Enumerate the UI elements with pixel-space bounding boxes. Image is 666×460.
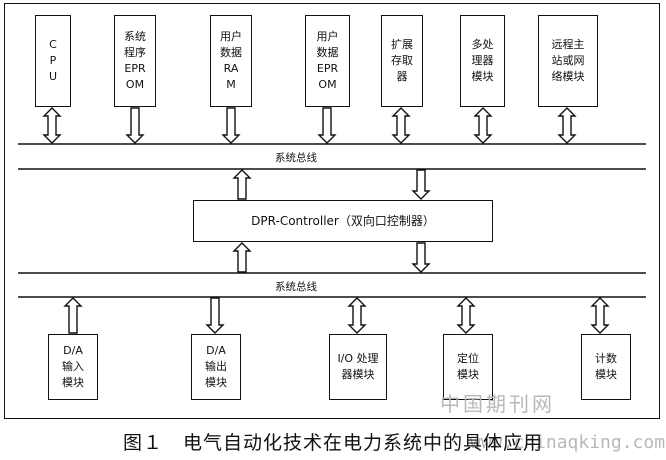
- watermark-logo-text: 中国期刊网: [440, 392, 555, 416]
- arrow-user-ram: [221, 107, 241, 144]
- connector-arrows: [42, 107, 610, 334]
- arrow-controller-down-right: [411, 169, 431, 200]
- da-output-module: D/A 输出 模块: [191, 334, 241, 400]
- da-input-module: D/A 输入 模块: [48, 334, 98, 400]
- arrow-user-eprom: [317, 107, 337, 144]
- dpr-controller: DPR-Controller（双向口控制器）: [193, 200, 493, 242]
- system-bus-label-top: 系统总线: [275, 152, 317, 164]
- user-eprom-module: 用户 数据 EPR OM: [305, 15, 350, 107]
- system-bus-label-bottom: 系统总线: [275, 281, 317, 293]
- user-ram-module: 用户 数据 RA M: [210, 15, 252, 107]
- diagram-frame: [4, 3, 660, 419]
- arrow-counter: [590, 297, 610, 334]
- counter-module: 计数 模块: [581, 334, 631, 400]
- arrow-cpu: [42, 107, 62, 144]
- system-eprom-module: 系统 程序 EPR OM: [114, 15, 156, 107]
- figure-caption: 图１ 电气自动化技术在电力系统中的具体应用: [122, 432, 543, 454]
- extended-memory-module: 扩展 存取 器: [381, 15, 423, 107]
- arrow-remote: [557, 107, 577, 144]
- arrow-da-output: [205, 297, 225, 334]
- arrow-ext-mem: [391, 107, 411, 144]
- watermark-url: www.chinaqking.com: [470, 432, 666, 453]
- cpu-module: C P U: [35, 15, 71, 107]
- remote-master-network-module: 远程主 站或网 络模块: [538, 15, 598, 107]
- io-processor-module: I/O 处理 器模块: [329, 334, 387, 400]
- multiprocessor-module: 多处 理器 模块: [460, 15, 505, 107]
- arrow-controller-up-left: [232, 169, 252, 200]
- arrow-da-input: [63, 297, 83, 334]
- arrow-io-proc: [347, 297, 367, 334]
- arrow-controller-up-left-lower: [232, 242, 252, 273]
- arrow-multi-proc: [473, 107, 493, 144]
- arrow-controller-down-right-lower: [411, 242, 431, 273]
- arrow-sys-eprom: [125, 107, 145, 144]
- arrow-position: [456, 297, 476, 334]
- positioning-module: 定位 模块: [443, 334, 493, 400]
